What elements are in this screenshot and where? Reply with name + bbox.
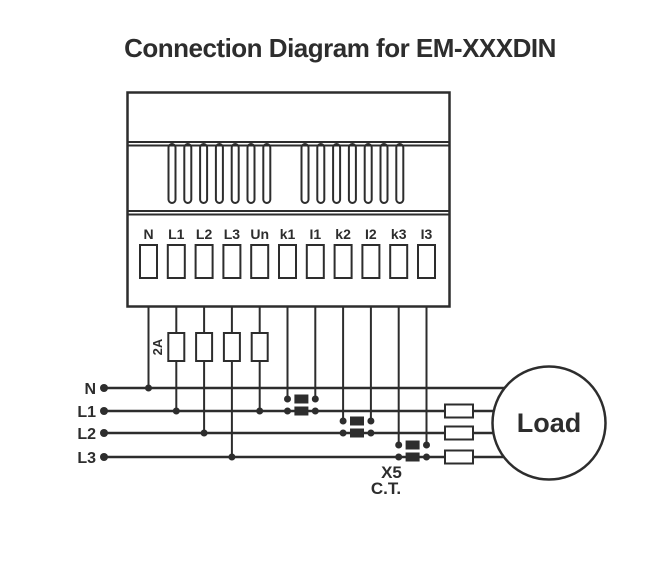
fuse-rating-label: 2A [150, 338, 165, 355]
line-start-dot [100, 453, 108, 461]
ct-dot [339, 429, 347, 437]
line-start-dots [100, 384, 108, 461]
terminal-label-n: N [143, 226, 153, 242]
load-fuse-l1 [444, 403, 474, 419]
terminal-box-l1 [166, 244, 186, 279]
supply-line-labels: N L1 L2 L3 [77, 381, 96, 467]
terminal-label-l3: L3 [224, 226, 241, 242]
vent-slot [167, 143, 177, 204]
vent-slot [363, 143, 373, 204]
junction-dot-l1-line [172, 407, 180, 415]
ct-primary-block [405, 452, 420, 462]
load-fuse-l2 [444, 425, 474, 441]
diagram-title: Connection Diagram for EM-XXXDIN [124, 33, 556, 63]
terminal-box-l2 [194, 244, 214, 279]
terminal-box-i2 [361, 244, 381, 279]
junction-dot-un-to-l1 [256, 407, 264, 415]
vent-slot [395, 143, 405, 204]
ct-dot [395, 441, 403, 449]
load-fuses [444, 403, 474, 465]
line-label-l1: L1 [77, 404, 96, 421]
terminal-box-k2 [333, 244, 353, 279]
vent-slot [379, 143, 389, 204]
terminal-box-k1 [278, 244, 297, 279]
ct-dot [311, 407, 319, 415]
vent-slot [199, 143, 209, 204]
fuse-l2 [195, 332, 214, 362]
ct-dot [367, 417, 375, 425]
terminal-label-k1: k1 [280, 226, 296, 242]
vent-slots-left [167, 143, 272, 204]
vent-slot [316, 143, 326, 204]
vent-slots-right [300, 143, 405, 204]
ct-type-label: C.T. [371, 479, 401, 498]
ct-l3 [395, 440, 430, 462]
supply-lines [103, 386, 549, 459]
meter-device [126, 91, 451, 308]
ct-l1 [284, 394, 319, 416]
line-start-dot [100, 384, 108, 392]
junction-dot-n-line [145, 384, 152, 392]
line-start-dot [100, 429, 108, 437]
ct-dot [395, 453, 403, 461]
fuse-un [250, 332, 269, 362]
terminal-label-l2: L2 [196, 226, 213, 242]
ct-primary-block [294, 406, 309, 416]
terminal-box-l3 [222, 244, 242, 279]
vent-slot [230, 143, 240, 204]
load-label: Load [517, 408, 582, 438]
fuse-l3 [222, 332, 241, 362]
terminal-label-i2: I2 [365, 226, 377, 242]
line-label-l3: L3 [77, 450, 96, 467]
line-label-l2: L2 [77, 426, 96, 443]
ct-dot [311, 395, 319, 403]
vent-slot [183, 143, 193, 204]
load-fuse-l3 [444, 449, 474, 465]
terminal-label-i1: I1 [309, 226, 321, 242]
ct-l2 [339, 416, 375, 438]
vent-slot [347, 143, 357, 204]
vent-slot [262, 143, 272, 204]
ct-dot [423, 441, 430, 449]
fuse-l1 [167, 332, 186, 362]
terminal-box-un [250, 244, 270, 279]
ct-primary-block [350, 428, 364, 438]
junction-dot-l2-line [200, 429, 208, 437]
ct-secondary-block [350, 416, 364, 426]
ct-secondary-block [294, 394, 309, 404]
junction-dots [145, 384, 264, 461]
ct-dot [339, 417, 347, 425]
terminal-row [139, 244, 436, 279]
junction-dot-l3-line [228, 453, 236, 461]
vent-slot [246, 143, 256, 204]
input-fuses [167, 332, 269, 362]
terminal-box-k3 [389, 244, 409, 279]
terminal-label-un: Un [250, 226, 269, 242]
line-label-n: N [84, 381, 96, 398]
terminal-box-n [139, 244, 158, 279]
ct-dot [284, 395, 291, 403]
terminal-label-i3: I3 [421, 226, 433, 242]
ct-dot [284, 407, 291, 415]
terminal-box-i3 [417, 244, 436, 279]
load-circle [491, 365, 607, 481]
vent-slot [214, 143, 224, 204]
terminal-label-l1: L1 [168, 226, 185, 242]
ct-dot [367, 429, 375, 437]
ct-dot [423, 453, 430, 461]
terminal-label-k3: k3 [391, 226, 407, 242]
terminal-wires [147, 306, 428, 457]
vent-slot [300, 143, 310, 204]
line-start-dot [100, 407, 108, 415]
ct-secondary-block [405, 440, 420, 450]
terminal-labels: N L1 L2 L3 Un k1 I1 k2 I2 k3 I3 [143, 226, 432, 242]
vent-slot [332, 143, 342, 204]
terminal-box-i1 [305, 244, 325, 279]
terminal-label-k2: k2 [335, 226, 351, 242]
ct-designator-label: X5 [381, 463, 402, 482]
